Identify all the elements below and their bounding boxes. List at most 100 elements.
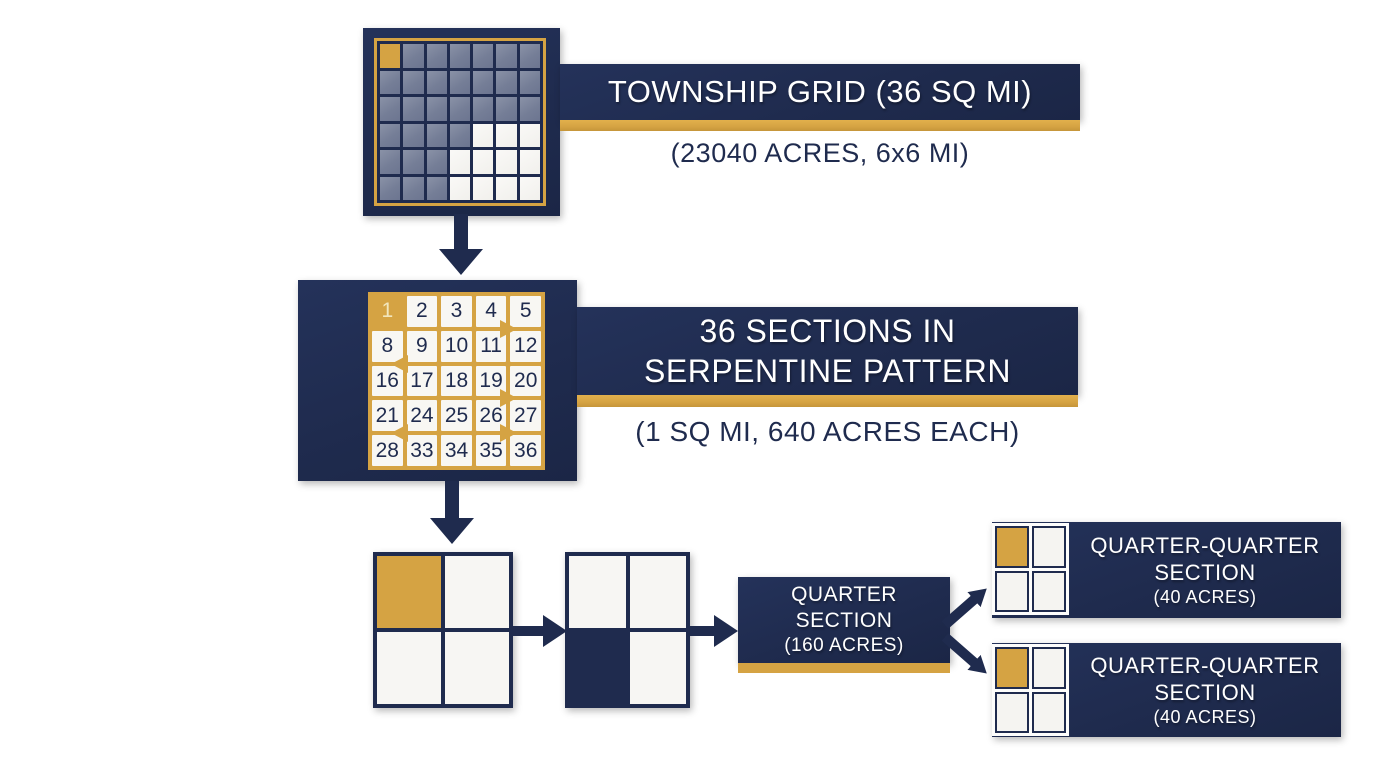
township-cell [449, 44, 471, 68]
quarter-section-box: QUARTER SECTION (160 ACRES) [738, 577, 950, 663]
qq-top-line2: SECTION [1154, 559, 1256, 585]
township-cell [496, 150, 517, 174]
qq-bottom-line2: SECTION [1154, 679, 1256, 705]
quarter-section-line2: SECTION [795, 609, 893, 632]
township-cell [519, 176, 540, 200]
section-cell-17: 17 [406, 365, 438, 397]
section-cell-12: 12 [510, 330, 541, 362]
serpentine-arrow-right-icon [500, 320, 517, 338]
township-cell [380, 176, 401, 200]
township-cell [519, 44, 540, 68]
township-cell [496, 44, 517, 68]
quarter-quarter-bottom-grid [992, 644, 1069, 736]
section-cell-36: 36 [510, 435, 541, 466]
quarter-cell [445, 632, 509, 704]
township-cell [380, 123, 401, 147]
township-cell [449, 97, 471, 121]
quarter-quarter-cell [995, 647, 1029, 689]
quarter-quarter-cell [1032, 691, 1066, 733]
township-cell [519, 123, 540, 147]
township-cell [449, 123, 471, 147]
township-grid [374, 38, 546, 206]
township-cell [426, 123, 447, 147]
quarter-quarter-cell [995, 691, 1029, 733]
quarter-quarter-cell [995, 526, 1029, 568]
township-cell [473, 44, 494, 68]
township-cell [426, 150, 447, 174]
section-cell-20: 20 [510, 365, 541, 397]
township-cell [380, 44, 401, 68]
township-cell [449, 70, 471, 94]
township-cell [426, 44, 447, 68]
quarter-cell [629, 632, 686, 704]
section-cell-18: 18 [441, 365, 472, 397]
township-cell [380, 97, 401, 121]
section-cell-2: 2 [406, 296, 438, 327]
sections-banner-line1: 36 SECTIONS IN [699, 313, 956, 349]
right-arrow-head-icon [714, 615, 738, 647]
section-cell-9: 9 [406, 330, 438, 362]
sections-gold-underline [577, 395, 1078, 407]
quarter-quarter-cell [1032, 570, 1066, 612]
serpentine-arrow-left-icon [391, 424, 408, 442]
down-arrow-head-icon [439, 249, 483, 275]
township-cell [519, 97, 540, 121]
township-cell [403, 70, 424, 94]
township-cell [449, 150, 471, 174]
township-cell [496, 97, 517, 121]
township-cell [426, 97, 447, 121]
township-cell [519, 70, 540, 94]
township-cell [380, 70, 401, 94]
quarter-quarter-cell [1032, 526, 1066, 568]
down-arrow-stem-icon [454, 214, 468, 250]
township-cell [426, 176, 447, 200]
township-cell [496, 70, 517, 94]
section-cell-24: 24 [406, 400, 438, 432]
section-cell-10: 10 [441, 330, 472, 362]
quarter-cell [629, 556, 686, 628]
quarter-quarter-bottom-banner: QUARTER-QUARTER SECTION (40 ACRES) [992, 643, 1341, 737]
township-cell [473, 150, 494, 174]
qq-top-line1: QUARTER-QUARTER [1090, 532, 1320, 558]
township-cell [473, 123, 494, 147]
section-cell-33: 33 [406, 435, 438, 466]
township-cell [519, 150, 540, 174]
quarter-section-line3: (160 ACRES) [784, 635, 904, 656]
township-cell [403, 150, 424, 174]
section-cell-3: 3 [441, 296, 472, 327]
right-arrow-head-icon [543, 615, 567, 647]
township-cell [496, 123, 517, 147]
section-split-square [373, 552, 513, 708]
township-subtitle: (23040 ACRES, 6x6 MI) [670, 138, 970, 168]
sections-banner-line2: SERPENTINE PATTERN [644, 353, 1011, 389]
section-cell-25: 25 [441, 400, 472, 432]
quarter-quarter-top-grid [992, 523, 1069, 615]
serpentine-arrow-right-icon [500, 389, 517, 407]
serpentine-arrow-right-icon [500, 424, 517, 442]
quarter-highlight-square [565, 552, 690, 708]
township-cell [403, 123, 424, 147]
quarter-section-gold-underline [738, 663, 950, 673]
right-arrow-stem-icon [690, 626, 715, 636]
quarter-cell [377, 556, 441, 628]
township-banner-title: TOWNSHIP GRID (36 SQ MI) [607, 74, 1033, 109]
township-cell [449, 176, 471, 200]
quarter-cell [569, 632, 626, 704]
township-cell [473, 97, 494, 121]
township-banner: TOWNSHIP GRID (36 SQ MI) [560, 64, 1080, 120]
quarter-cell [445, 556, 509, 628]
serpentine-arrow-left-icon [391, 355, 408, 373]
section-cell-1: 1 [372, 296, 403, 327]
quarter-quarter-cell [1032, 647, 1066, 689]
township-cell [426, 70, 447, 94]
sections-subtitle: (1 SQ MI, 640 ACRES EACH) [635, 416, 1020, 447]
down-arrow-stem-icon [445, 481, 459, 519]
quarter-cell [569, 556, 626, 628]
qq-top-line3: (40 ACRES) [1153, 586, 1257, 607]
quarter-section-line1: QUARTER [791, 583, 897, 606]
township-cell [496, 176, 517, 200]
sections-banner: 36 SECTIONS IN SERPENTINE PATTERN [577, 307, 1078, 395]
down-arrow-head-icon [430, 518, 474, 544]
